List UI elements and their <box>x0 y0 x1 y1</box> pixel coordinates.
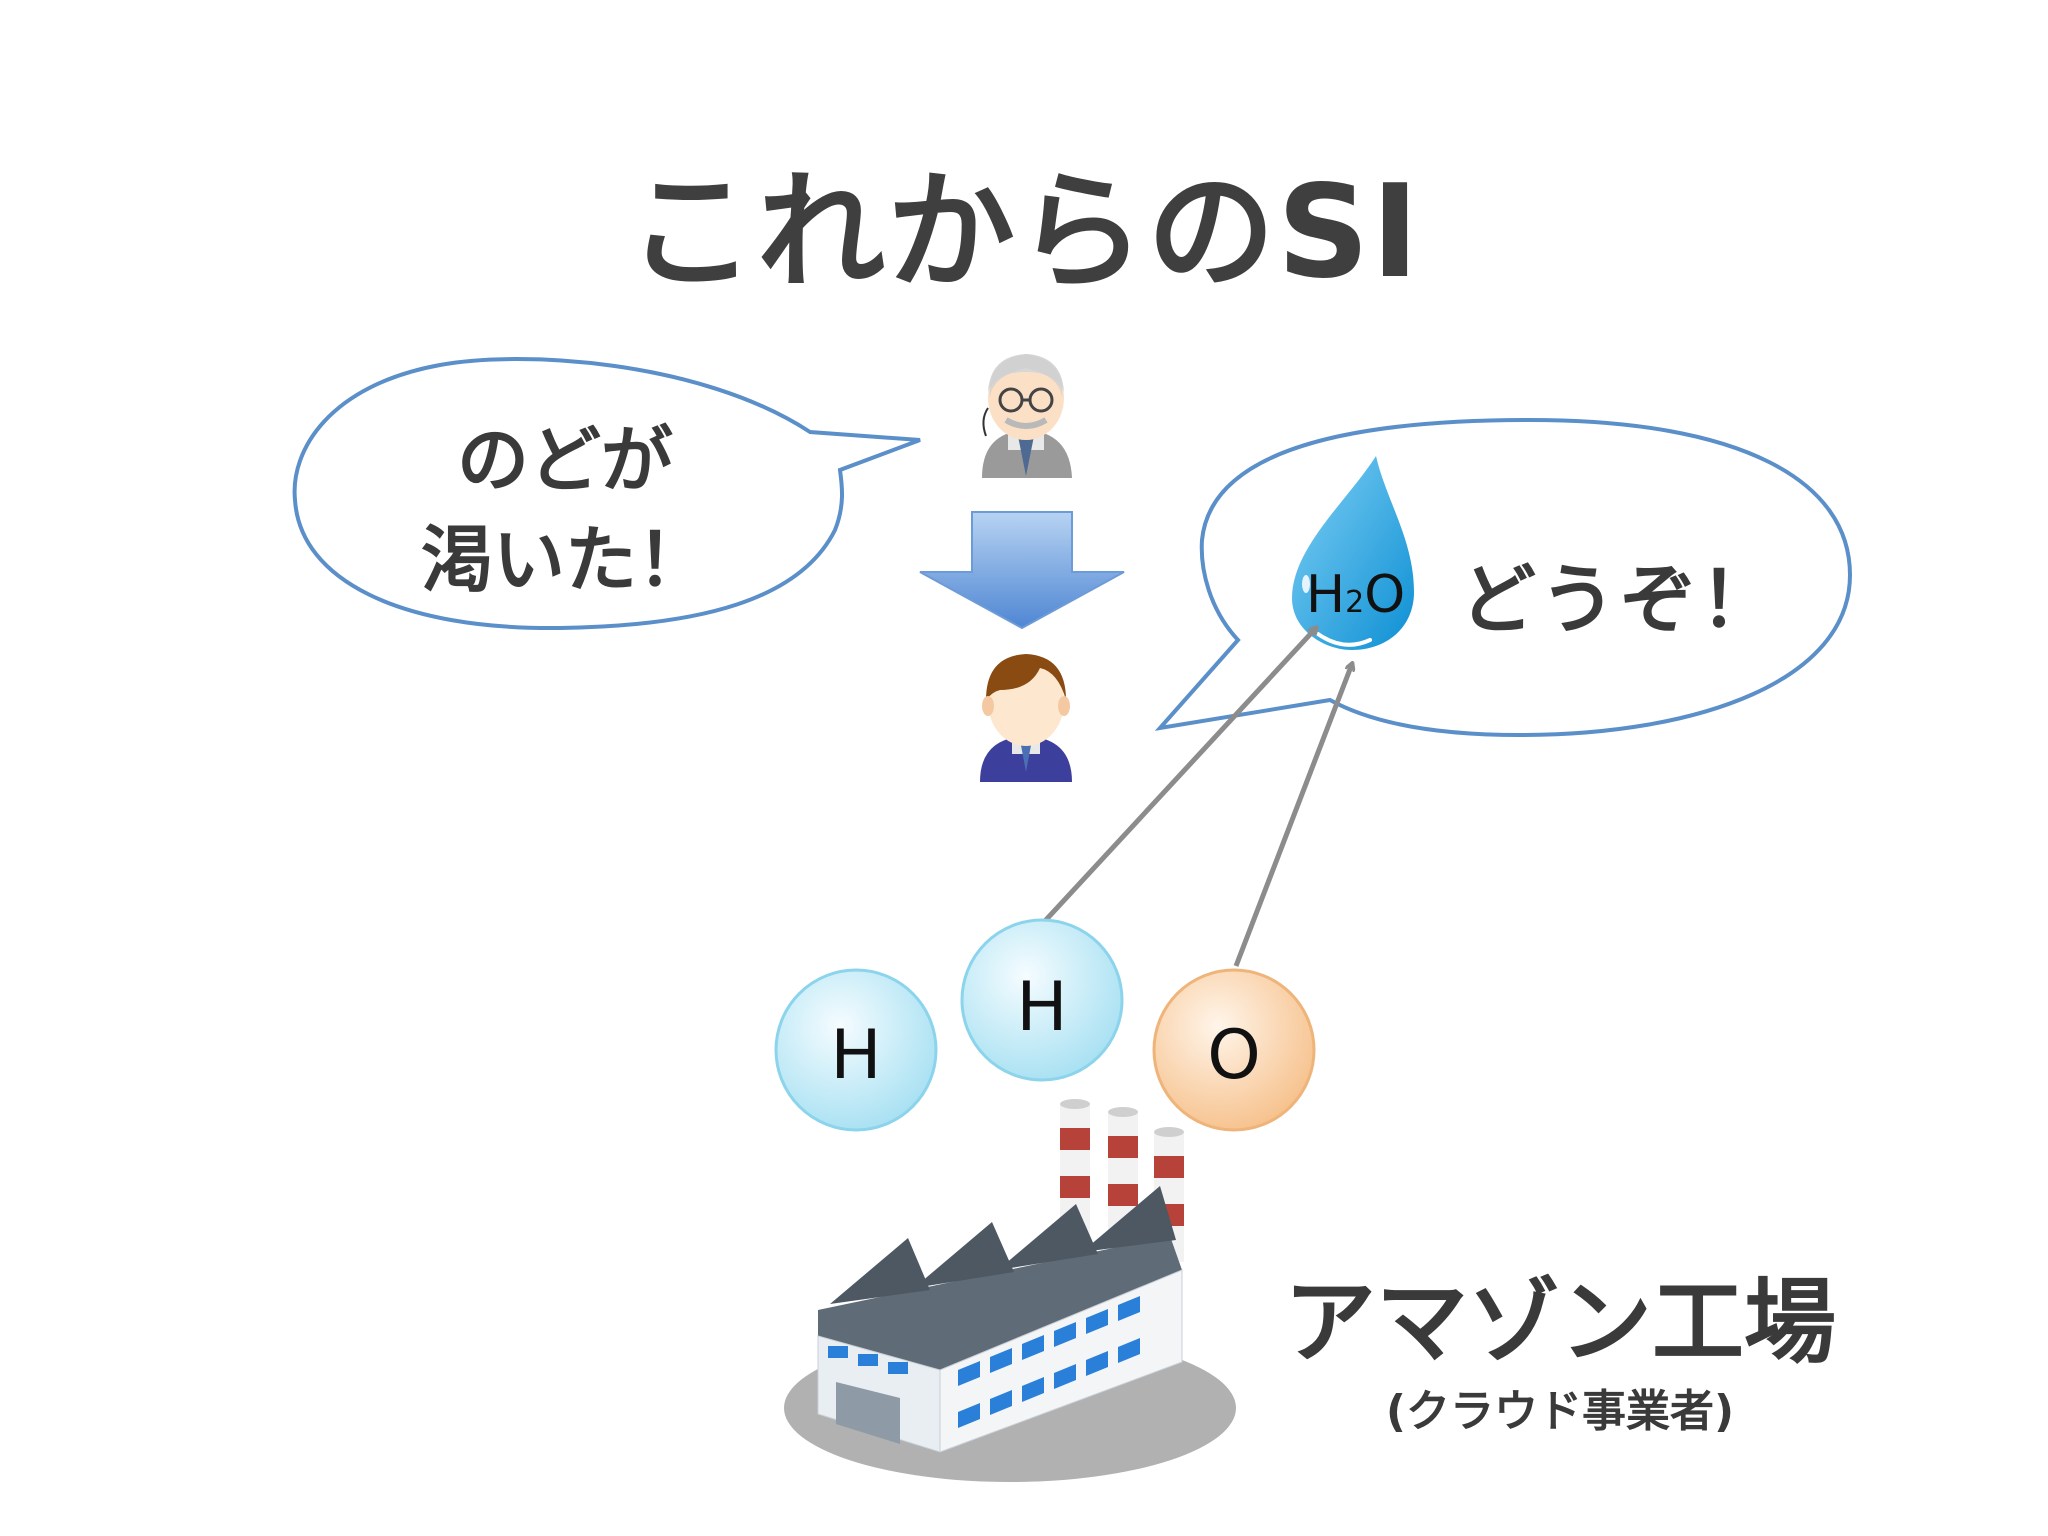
water-formula-o: O <box>1364 565 1405 625</box>
down-arrow-icon <box>919 511 1125 630</box>
customer-speech-text: のどが 渇いた！ <box>395 410 735 610</box>
customer-speech-line-2: 渇いた！ <box>420 518 709 602</box>
customer-speech-line-1: のどが <box>456 418 673 502</box>
factory-subtitle: (クラウド事業者) <box>1385 1386 1735 1437</box>
water-drop-icon <box>1292 456 1414 650</box>
factory-windows <box>958 1296 1140 1428</box>
hydrogen-to-water-arrow <box>1042 628 1316 924</box>
water-formula-h: H <box>1306 565 1345 625</box>
hydrogen-atom-left <box>774 968 938 1132</box>
factory-icon <box>784 1099 1236 1482</box>
slide-title: これからのSI <box>627 158 1421 307</box>
oxygen-atom-label: O <box>1207 1016 1261 1095</box>
customer-speech-bubble <box>292 357 921 631</box>
hydrogen-atom-middle-label: H <box>1016 968 1067 1047</box>
provider-speech-text: どうぞ！ <box>1460 555 1780 644</box>
water-formula: H2O <box>1306 565 1405 625</box>
hydrogen-atom-middle <box>960 918 1124 1082</box>
factory-name: アマゾン工場 <box>1283 1269 1836 1376</box>
oxygen-atom <box>1152 968 1316 1132</box>
elderly-man-icon <box>982 354 1072 478</box>
hydrogen-atom-left-label: H <box>830 1016 881 1095</box>
oxygen-to-water-arrow <box>1233 664 1352 967</box>
provider-speech-bubble <box>1154 417 1853 738</box>
water-formula-subscript: 2 <box>1345 585 1364 620</box>
factory-label: アマゾン工場 (クラウド事業者) <box>1270 1268 1850 1442</box>
businessman-icon <box>980 654 1072 782</box>
